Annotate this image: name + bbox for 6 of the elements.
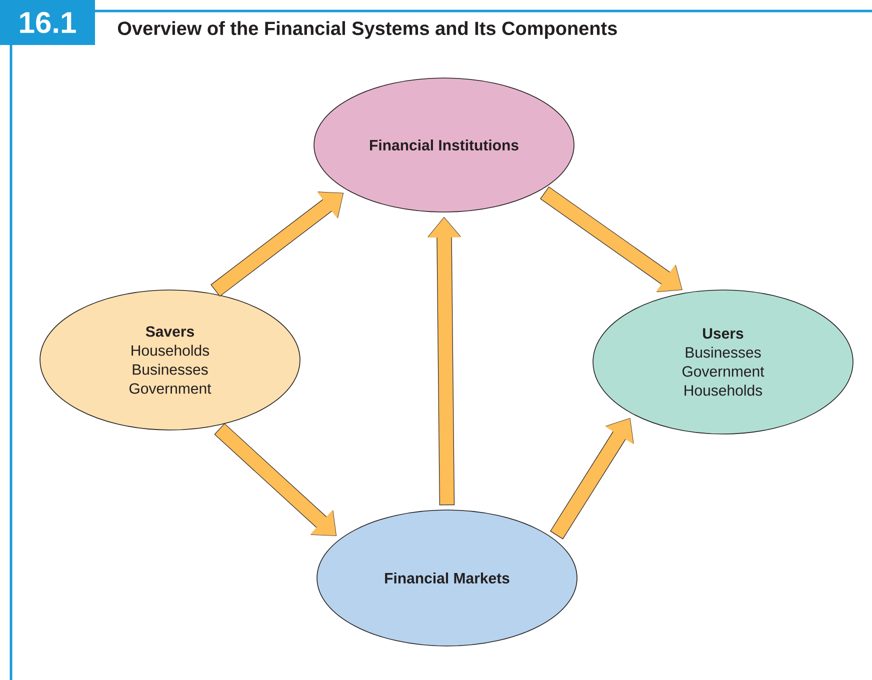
ellipse-node: Financial Institutions: [314, 78, 574, 212]
ellipse-node: Users Businesses Government Households: [592, 290, 854, 434]
title: Overview of the Financial Systems and Its Components: [118, 21, 617, 39]
ellipse-node: Financial Markets: [316, 510, 578, 646]
figure-number-badge: 16.1: [0, 0, 95, 45]
ellipse-node: Savers Households Businesses Government: [40, 290, 300, 430]
